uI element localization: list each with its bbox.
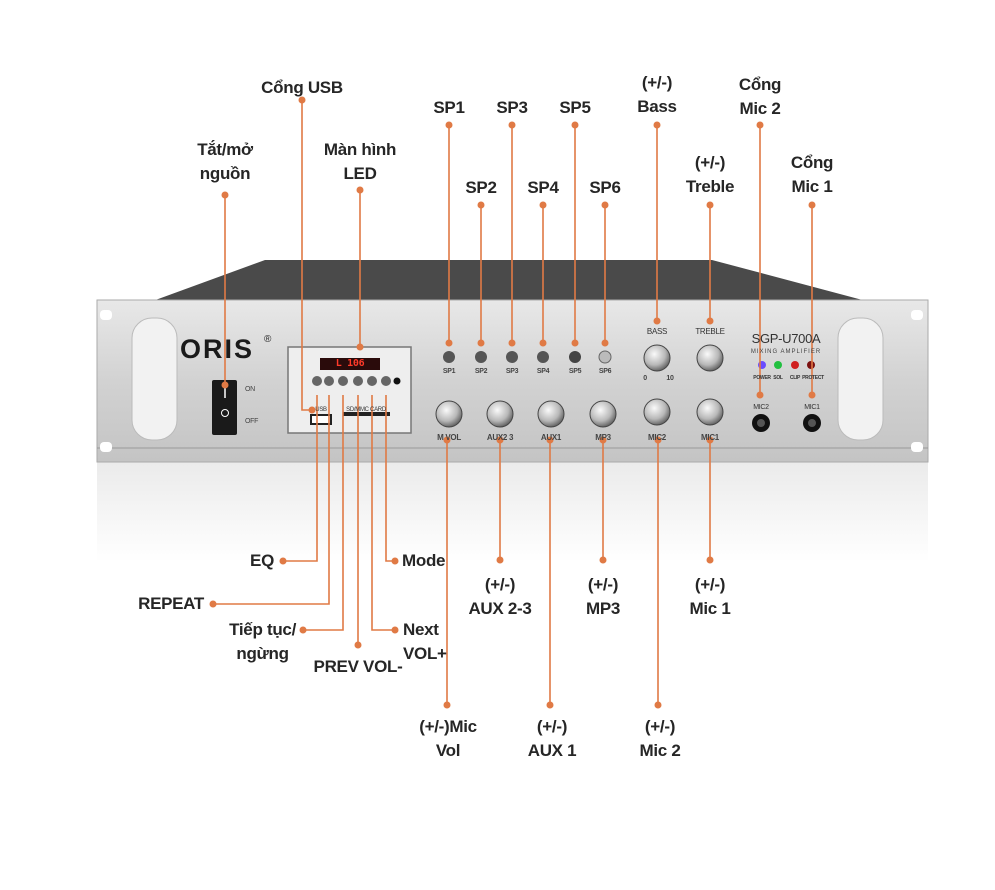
reflection <box>97 462 928 562</box>
callout-pause: Tiếp tục/ngừng <box>229 620 296 663</box>
knobs <box>435 344 724 428</box>
knob-label: AUX2 3 <box>486 433 514 442</box>
knob-label: MIC2 <box>648 433 666 442</box>
callout-mic1: (+/-)Mic 1 <box>689 575 731 618</box>
knob-scale-max: 10 <box>666 375 674 382</box>
usb-label: USB <box>315 407 327 413</box>
sp-button-label: SP1 <box>442 368 456 375</box>
indicator-label: SOL <box>773 375 783 381</box>
knob-label: MP3 <box>595 433 611 442</box>
mic2-jack-label: MIC2 <box>753 404 769 411</box>
callout-dots <box>209 96 816 709</box>
right-handle <box>837 317 884 441</box>
model-name: SGP-U700A <box>751 331 821 346</box>
callout-prev: PREV VOL- <box>313 657 403 676</box>
left-handle <box>131 317 178 441</box>
callout-bass: (+/-)Bass <box>637 73 677 116</box>
power-switch <box>212 380 237 435</box>
sp-button-label: SP6 <box>598 368 612 375</box>
led-display <box>320 358 380 370</box>
brand-logo: ORIS <box>180 334 255 364</box>
callout-sp2: SP2 <box>465 178 497 197</box>
power-off-label: OFF <box>245 418 259 425</box>
indicator-sol <box>774 361 782 369</box>
callout-sp6: SP6 <box>589 178 621 197</box>
chassis-top <box>150 260 870 302</box>
indicator-clip <box>791 361 799 369</box>
indicator-label: CLIP <box>789 375 801 381</box>
sd-slot <box>343 412 390 416</box>
speaker-buttons <box>443 350 612 364</box>
treble-knob-label: TREBLE <box>695 327 725 336</box>
callout-usb: Cổng USB <box>261 78 343 97</box>
knob-label: M VOL <box>437 433 461 442</box>
callout-mode: Mode <box>402 551 446 570</box>
callout-sp3: SP3 <box>496 98 528 117</box>
callout-sp5: SP5 <box>559 98 591 117</box>
callout-mic2: (+/-)Mic 2 <box>639 717 681 760</box>
registered-mark: ® <box>264 334 272 345</box>
callout-aux1: (+/-)AUX 1 <box>527 717 577 760</box>
media-module <box>287 346 412 434</box>
indicator-protect <box>807 361 815 369</box>
callout-mp3: (+/-)MP3 <box>585 575 621 618</box>
bass-knob-label: BASS <box>646 327 668 336</box>
callout-sp4: SP4 <box>527 178 559 197</box>
callout-repeat: REPEAT <box>138 594 204 613</box>
indicator-label: PROTECT <box>802 375 824 381</box>
sp-button-label: SP4 <box>536 368 550 375</box>
sp-button-label: SP3 <box>505 368 519 375</box>
power-on-label: ON <box>245 386 255 393</box>
sp-button-label: SP2 <box>474 368 488 375</box>
model-subtitle: MIXING AMPLIFIER <box>750 349 822 355</box>
callout-treble: (+/-)Treble <box>685 153 735 196</box>
callout-eq: EQ <box>250 551 274 570</box>
sd-label: SD/MMC CARD <box>346 407 386 413</box>
sp-button-label: SP5 <box>568 368 582 375</box>
knob-label: MIC1 <box>701 433 719 442</box>
mic1-jack-label: MIC1 <box>804 404 820 411</box>
knob-scale-min: 0 <box>643 375 647 382</box>
callout-lines <box>213 100 813 705</box>
usb-slot <box>310 414 332 425</box>
media-buttons <box>312 376 401 386</box>
led-display-text: L 106 <box>335 358 365 369</box>
knob-label: AUX1 <box>540 433 562 442</box>
indicator-label: POWER <box>753 375 771 381</box>
callout-aux23: (+/-)AUX 2-3 <box>468 575 532 618</box>
callout-sp1: SP1 <box>433 98 465 117</box>
